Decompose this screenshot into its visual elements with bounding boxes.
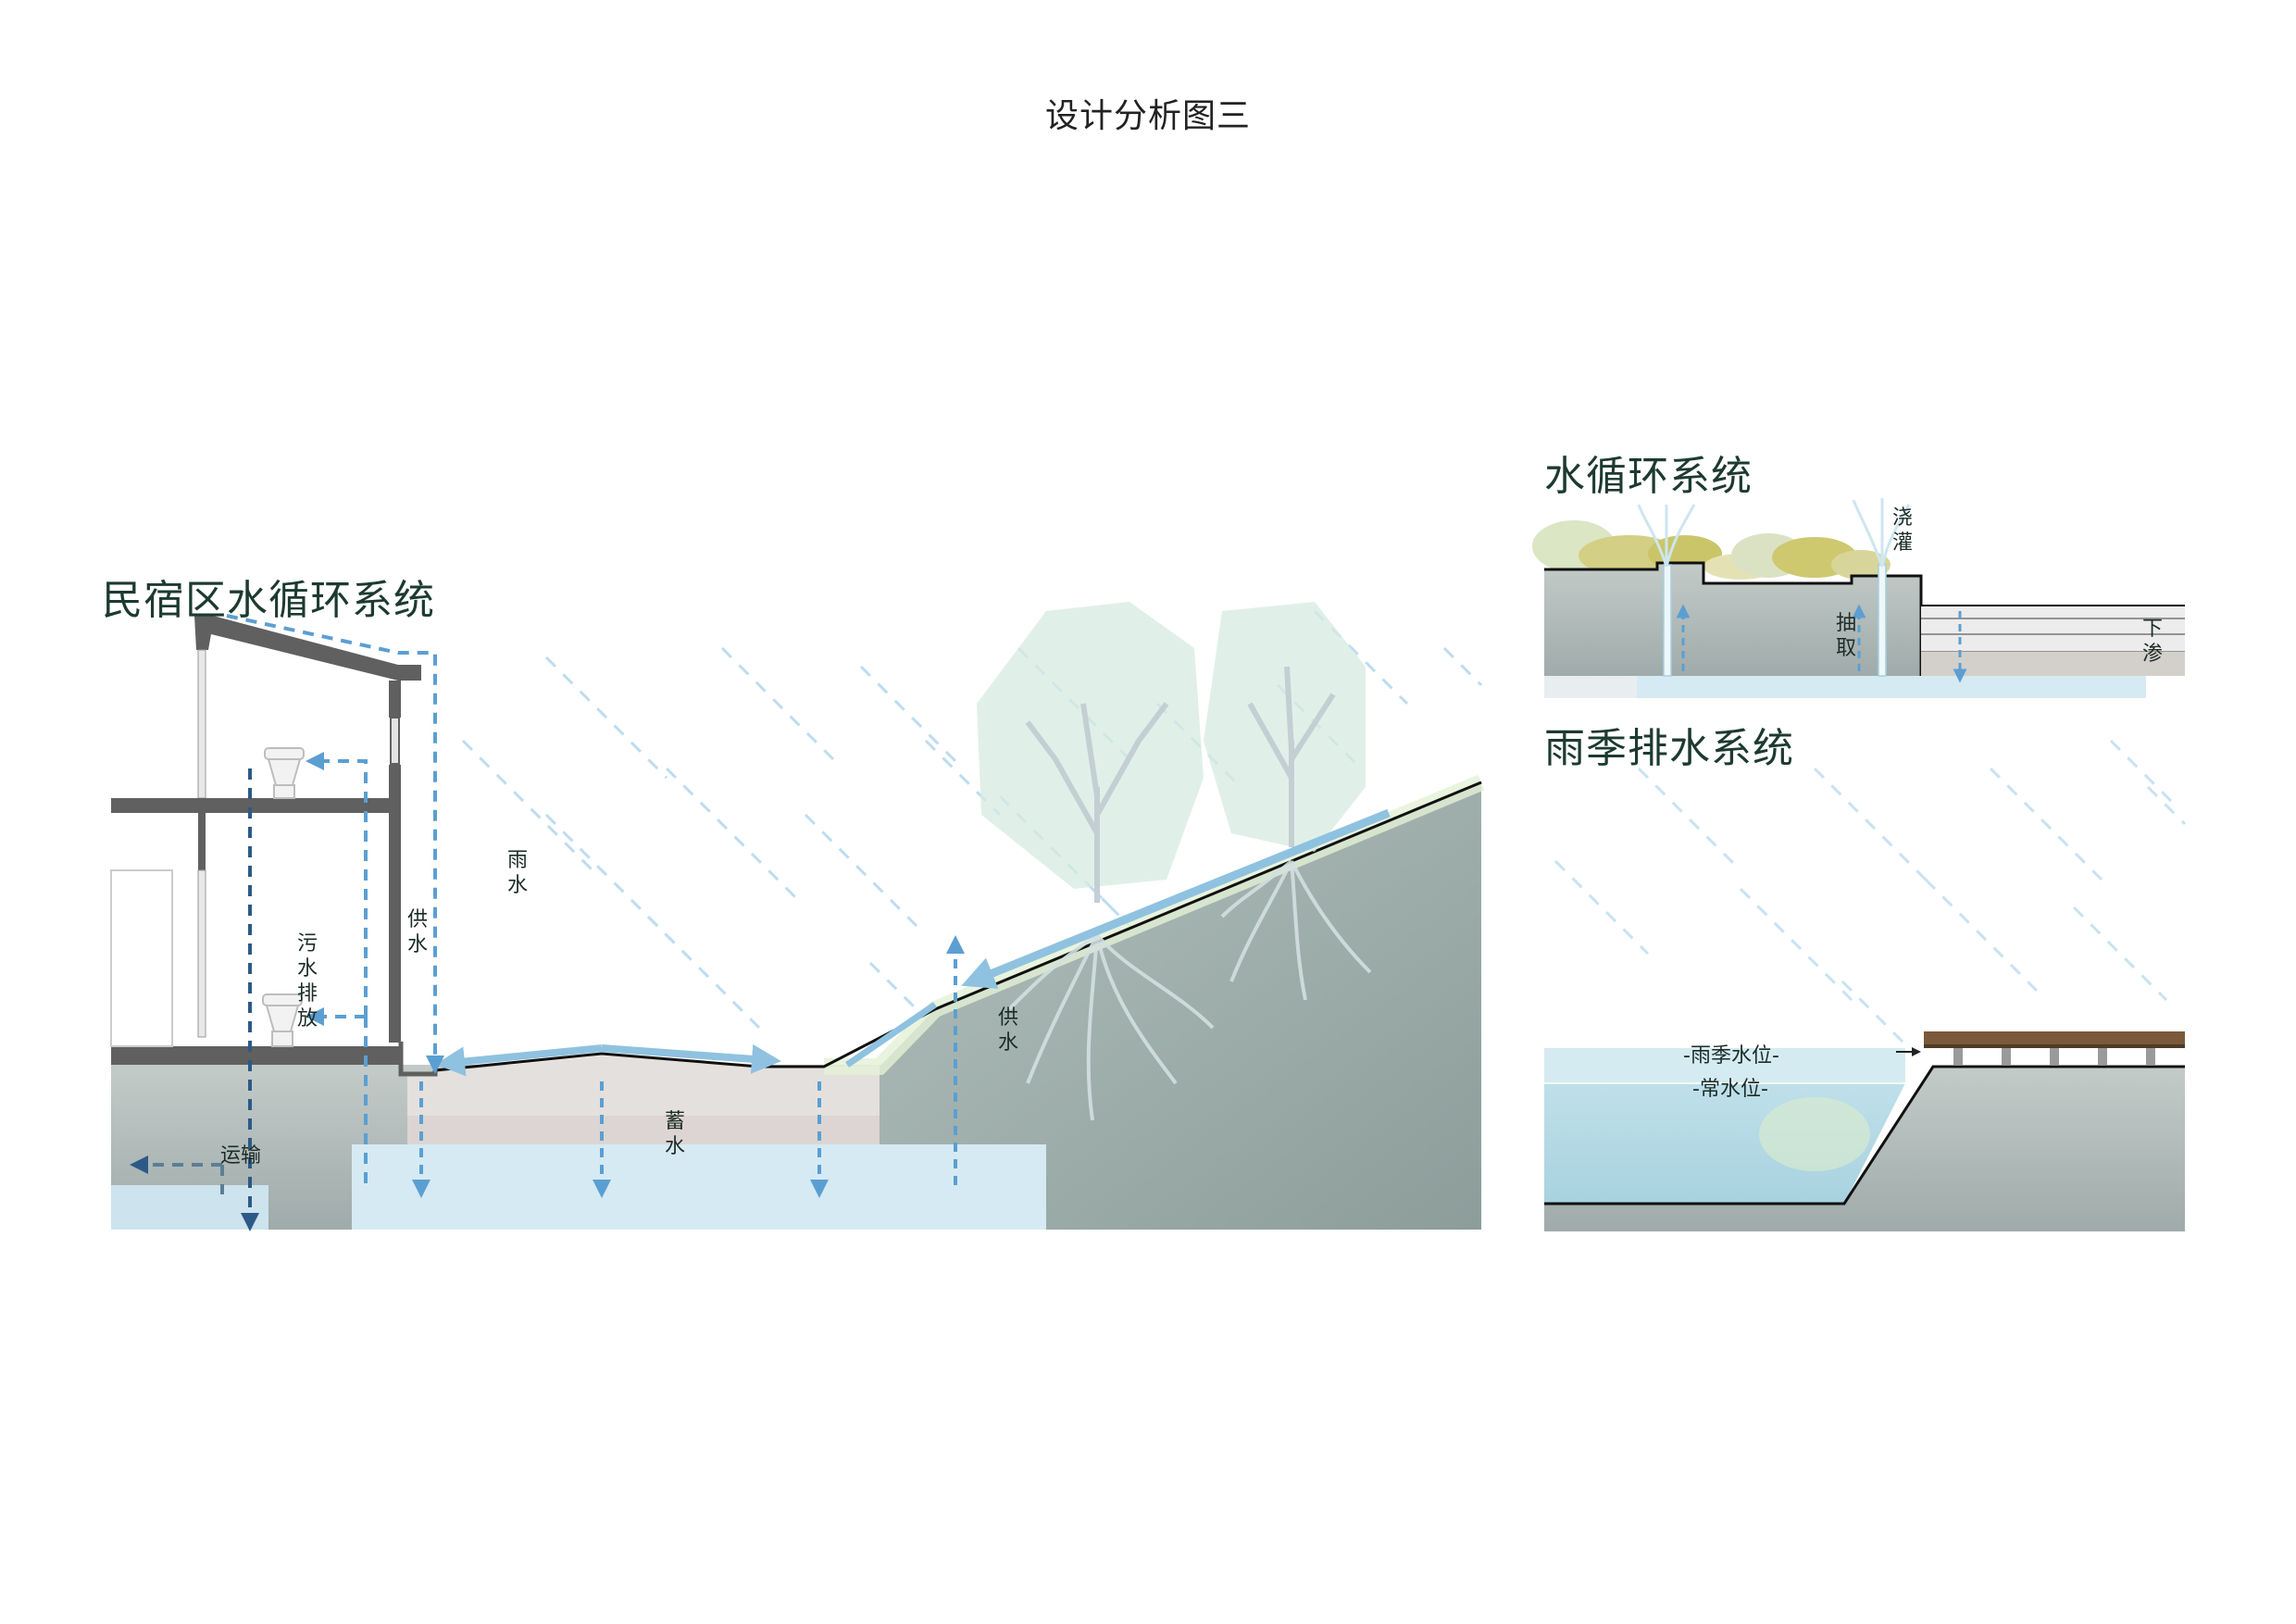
- shrub-vegetation: [1532, 520, 1890, 580]
- water-cycle-diagram: [1532, 498, 2185, 699]
- label-infiltration: 下渗: [2141, 618, 2163, 666]
- label-sewage: 污水排放: [296, 932, 318, 1031]
- rainy-drainage-diagram: [1544, 739, 2187, 1231]
- garden-soil: [1544, 563, 1921, 676]
- house-flow-arrows: [130, 614, 444, 1231]
- guesthouse-building: [110, 616, 438, 1077]
- label-extraction: 抽取: [1835, 612, 1856, 660]
- tree-canopy-2: [1204, 602, 1366, 852]
- rainy-drainage-title: 雨季排水系统: [1544, 725, 1794, 772]
- underground-reservoir: [352, 1144, 1046, 1230]
- tree-roots: [1007, 859, 1372, 1121]
- tree-trunks: [1025, 666, 1336, 903]
- label-supply-slope: 供水: [997, 1006, 1018, 1055]
- label-transport: 运输: [220, 1144, 262, 1168]
- label-normal-level: -常水位-: [1692, 1078, 1768, 1101]
- label-irrigation: 浇灌: [1891, 506, 1913, 555]
- infiltration-arrows: [412, 935, 965, 1198]
- water-cycle-title: 水循环系统: [1544, 453, 1753, 500]
- hill-slope: [880, 782, 1481, 1230]
- main-section-diagram: [110, 602, 1485, 1231]
- drainage-rain-streaks: [1554, 739, 2187, 1048]
- page-title: 设计分析图三: [1044, 97, 1251, 135]
- label-storage: 蓄水: [664, 1110, 685, 1158]
- label-rainy-level: -雨季水位-: [1683, 1044, 1779, 1068]
- label-supply-house: 供水: [406, 908, 428, 956]
- label-rain: 雨水: [506, 849, 528, 897]
- main-section-title: 民宿区水循环系统: [102, 577, 435, 624]
